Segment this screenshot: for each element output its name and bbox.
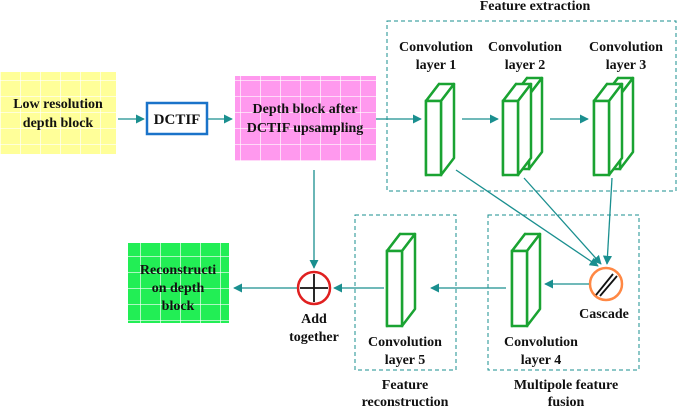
feature-reconstruction-title-line1: Feature (382, 378, 428, 393)
low-resolution-label-line1: Low resolution (13, 97, 103, 112)
conv-layer-5-label-line1: Convolution (368, 335, 442, 350)
add-label-line2: together (289, 330, 339, 345)
conv-layer-2-label-line1: Convolution (488, 40, 562, 55)
reconstruction-label-line3: block (162, 299, 195, 314)
conv-layer-4 (510, 232, 542, 328)
cascade-label: Cascade (579, 307, 629, 322)
low-resolution-block: Low resolution depth block (0, 72, 116, 154)
conv-layer-3-label-line1: Convolution (589, 40, 663, 55)
arrow-conv1-to-cascade (455, 169, 599, 267)
feature-reconstruction-frame (354, 214, 457, 371)
add-node (296, 270, 332, 306)
conv-layer-1-label-line2: layer 1 (416, 58, 457, 73)
reconstruction-label-line2: on depth (152, 281, 205, 296)
connectors (118, 114, 613, 293)
multipole-fusion-title-line1: Multipole feature (514, 378, 618, 393)
upsampled-label-line1: Depth block after (253, 102, 358, 117)
add-label-line1: Add (301, 312, 327, 327)
conv-layer-4-label-line1: Convolution (504, 335, 578, 350)
upsampled-label-line2: DCTIF upsampling (247, 121, 364, 136)
reconstruction-label-line1: Reconstructi (140, 263, 216, 278)
multipole-fusion-title-line2: fusion (548, 395, 585, 409)
reconstruction-block: Reconstructi on depth block (128, 243, 229, 323)
feature-extraction-frame (386, 20, 677, 192)
dctif-label: DCTIF (154, 112, 201, 128)
arrow-conv3-to-cascade (602, 177, 613, 265)
upsampled-block: Depth block after DCTIF upsampling (235, 76, 376, 161)
conv-layer-1 (424, 82, 456, 177)
conv-layer-5-label-line2: layer 5 (385, 353, 426, 368)
conv-layer-2-label-line2: layer 2 (505, 58, 546, 73)
low-resolution-label-line2: depth block (23, 116, 94, 131)
conv-layer-3 (592, 76, 635, 177)
feature-reconstruction-title-line2: reconstruction (362, 395, 449, 409)
dctif-box: DCTIF (145, 101, 209, 136)
conv-layer-1-label-line1: Convolution (399, 40, 473, 55)
conv-layer-5 (385, 232, 417, 328)
conv-layer-4-label-line2: layer 4 (521, 353, 562, 368)
multipole-fusion-frame (487, 214, 640, 371)
feature-extraction-title: Feature extraction (480, 0, 591, 14)
conv-layer-2 (501, 76, 544, 177)
cascade-node (588, 266, 624, 302)
arrow-conv2-to-cascade (523, 177, 602, 265)
conv-layer-3-label-line2: layer 3 (606, 58, 647, 73)
